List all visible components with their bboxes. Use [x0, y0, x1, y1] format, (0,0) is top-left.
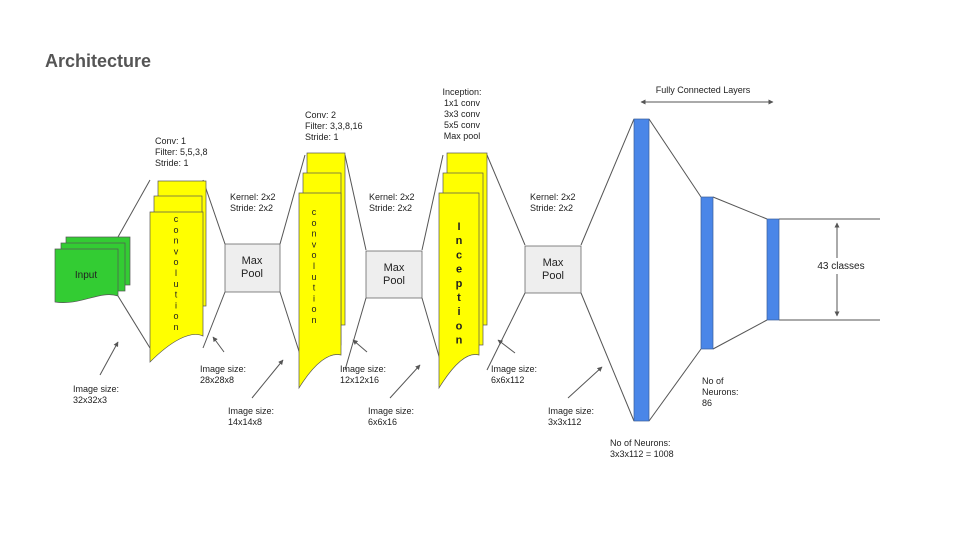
conv1-image-size: Image size:28x28x8 — [200, 364, 246, 385]
fc-layers — [633, 118, 780, 422]
output-classes-arrow — [812, 222, 870, 317]
vertical-letter: o — [173, 311, 178, 321]
page-title: Architecture — [45, 51, 151, 71]
conv1-card-front — [149, 211, 204, 363]
input-card-front — [54, 248, 119, 303]
vertical-letter: c — [312, 207, 317, 217]
conv1-stack: convolutionconvolution — [149, 180, 207, 363]
pool2-image-size: Image size:6x6x16 — [368, 406, 414, 427]
vertical-letter: n — [173, 322, 178, 332]
vertical-letter: u — [311, 272, 316, 282]
pool3-image-size: Image size:3x3x112 — [548, 406, 594, 427]
fc-header-label: Fully Connected Layers — [656, 85, 751, 95]
inception-card-front — [438, 192, 480, 390]
vertical-letter: o — [311, 250, 316, 260]
vertical-letter: u — [173, 279, 178, 289]
vertical-letter: c — [456, 249, 462, 261]
vertical-letter: t — [457, 292, 461, 304]
vertical-letter: o — [311, 304, 316, 314]
vertical-letter: n — [311, 229, 316, 239]
vertical-letter: v — [312, 239, 317, 249]
pool2-box — [365, 250, 423, 299]
vertical-letter: o — [173, 257, 178, 267]
vertical-letter: t — [175, 290, 178, 300]
vertical-letter: l — [313, 261, 315, 271]
vertical-letter: o — [173, 225, 178, 235]
input-label: Input — [75, 270, 97, 281]
fc-layer-1008 — [633, 118, 650, 422]
conv1-vertical-label: convolutionconvolution — [173, 214, 178, 332]
fc-layer-output — [766, 218, 780, 321]
conv2-stack: convolutionconvolution — [298, 152, 346, 390]
inception-stack: InceptionInception — [438, 152, 488, 390]
vertical-letter: l — [175, 268, 177, 278]
pool1-image-size: Image size:14x14x8 — [228, 406, 274, 427]
vertical-letter: n — [456, 335, 463, 347]
vertical-letter: o — [311, 218, 316, 228]
fc-layer1-neurons: No of Neurons:3x3x112 = 1008 — [610, 438, 674, 459]
vertical-letter: n — [173, 236, 178, 246]
vertical-letter: e — [456, 264, 462, 276]
input-stack: Input — [54, 236, 131, 303]
vertical-letter: p — [456, 278, 463, 290]
pool3-box — [524, 245, 582, 294]
vertical-letter: o — [456, 320, 463, 332]
annotation-arrows — [99, 336, 603, 399]
vertical-letter: i — [313, 293, 315, 303]
vertical-letter: v — [174, 246, 179, 256]
fc-layer-86 — [700, 196, 714, 350]
vertical-letter: n — [456, 235, 463, 247]
vertical-letter: I — [457, 221, 460, 233]
input-image-size: Image size:32x32x3 — [73, 384, 119, 405]
vertical-letter: i — [457, 306, 460, 318]
conv2-image-size: Image size:12x12x16 — [340, 364, 386, 385]
connector-lines — [117, 118, 880, 422]
output-classes-label: 43 classes — [817, 261, 864, 272]
inception-image-size: Image size:6x6x112 — [491, 364, 537, 385]
vertical-letter: i — [175, 300, 177, 310]
vertical-letter: n — [311, 315, 316, 325]
inception-vertical-label: InceptionInception — [456, 221, 463, 347]
vertical-letter: c — [174, 214, 179, 224]
vertical-letter: t — [313, 283, 316, 293]
conv2-vertical-label: convolutionconvolution — [311, 207, 316, 325]
conv2-card-front — [298, 192, 342, 390]
pool1-box — [224, 243, 281, 293]
